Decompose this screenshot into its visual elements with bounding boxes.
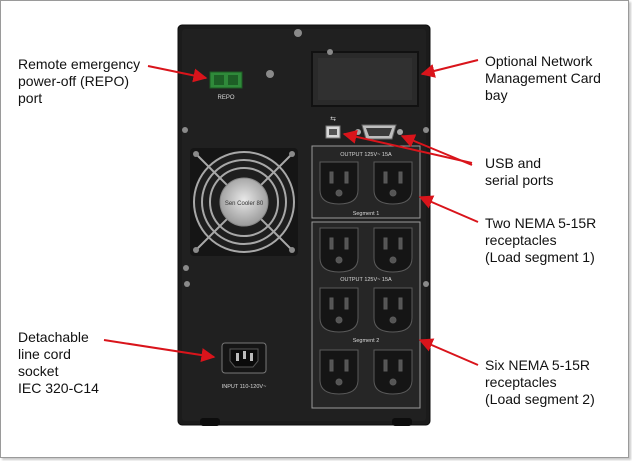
- nema-receptacles: [319, 161, 413, 395]
- arrow-nema-six: [418, 338, 479, 366]
- usb-icon: ⇆: [330, 116, 336, 123]
- segment-2-label: Segment 2: [353, 338, 380, 344]
- callout-nema-two: Two NEMA 5-15R receptacles (Load segment…: [485, 215, 597, 265]
- receptacle: [319, 287, 359, 333]
- usb-port: ⇆: [325, 116, 341, 139]
- arrow-nema-two: [418, 195, 479, 223]
- foot: [392, 418, 412, 426]
- callout-arrows: [103, 59, 479, 366]
- callout-usb-serial: USB and serial ports: [485, 155, 554, 188]
- iec-c14-inlet: INPUT 110-120V~: [221, 342, 267, 390]
- output-label-top: OUTPUT 125V~ 15A: [340, 152, 392, 158]
- callout-network-card: Optional Network Management Card bay: [485, 53, 601, 103]
- callout-line-cord: Detachable line cord socket IEC 320-C14: [18, 329, 99, 396]
- network-card-bay: [311, 49, 419, 107]
- segment-1-label: Segment 1: [353, 211, 380, 217]
- arrow-repo: [147, 65, 208, 83]
- serial-port: [355, 124, 403, 140]
- arrow-serial: [400, 134, 473, 166]
- receptacle: [319, 227, 359, 273]
- receptacle: [373, 161, 413, 205]
- fan-brand-label: Sen Cooler 80: [225, 201, 264, 207]
- foot: [200, 418, 220, 426]
- arrow-line-cord: [103, 339, 216, 362]
- fan-grille: Sen Cooler 80: [190, 148, 298, 256]
- repo-label: REPO: [217, 95, 234, 101]
- arrow-usb: [342, 129, 473, 164]
- callout-nema-six: Six NEMA 5-15R receptacles (Load segment…: [485, 357, 595, 407]
- receptacle: [373, 227, 413, 273]
- receptacle: [373, 287, 413, 333]
- callout-repo: Remote emergency power-off (REPO) port: [18, 56, 141, 106]
- receptacle: [319, 349, 359, 395]
- input-label: INPUT 110-120V~: [222, 384, 267, 390]
- receptacle: [373, 349, 413, 395]
- output-label-mid: OUTPUT 125V~ 15A: [340, 277, 392, 283]
- arrow-network-card: [420, 59, 479, 78]
- receptacle: [319, 161, 359, 205]
- repo-port: REPO: [209, 71, 243, 101]
